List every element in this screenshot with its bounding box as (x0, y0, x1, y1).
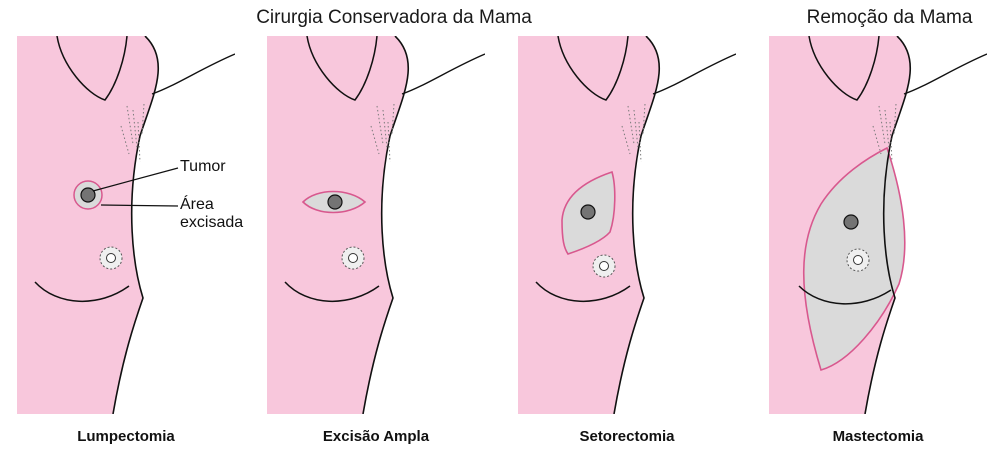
breast-removal-title: Remoção da Mama (782, 6, 997, 30)
tumor (81, 188, 95, 202)
wide-excision-figure (267, 36, 485, 414)
nipple (349, 254, 358, 263)
conservative-surgery-title: Cirurgia Conservadora da Mama (233, 6, 555, 30)
excised-area-label: Área excisada (180, 196, 235, 232)
tumor (328, 195, 342, 209)
mastectomy-caption: Mastectomia (769, 427, 987, 447)
lumpectomy-illustration: Tumor Área excisada (17, 36, 235, 414)
wide-excision-caption: Excisão Ampla (267, 427, 485, 447)
nipple (107, 254, 116, 263)
tumor-label: Tumor (180, 158, 226, 176)
sectorectomy-caption: Setorectomia (518, 427, 736, 447)
sectorectomy-illustration (518, 36, 736, 414)
nipple (854, 256, 863, 265)
tumor (844, 215, 858, 229)
tumor (581, 205, 595, 219)
sectorectomy-figure (518, 36, 736, 414)
lumpectomy-caption: Lumpectomia (17, 427, 235, 447)
mastectomy-illustration (769, 36, 987, 414)
nipple (600, 262, 609, 271)
wide-excision-illustration (267, 36, 485, 414)
mastectomy-figure (769, 36, 987, 414)
